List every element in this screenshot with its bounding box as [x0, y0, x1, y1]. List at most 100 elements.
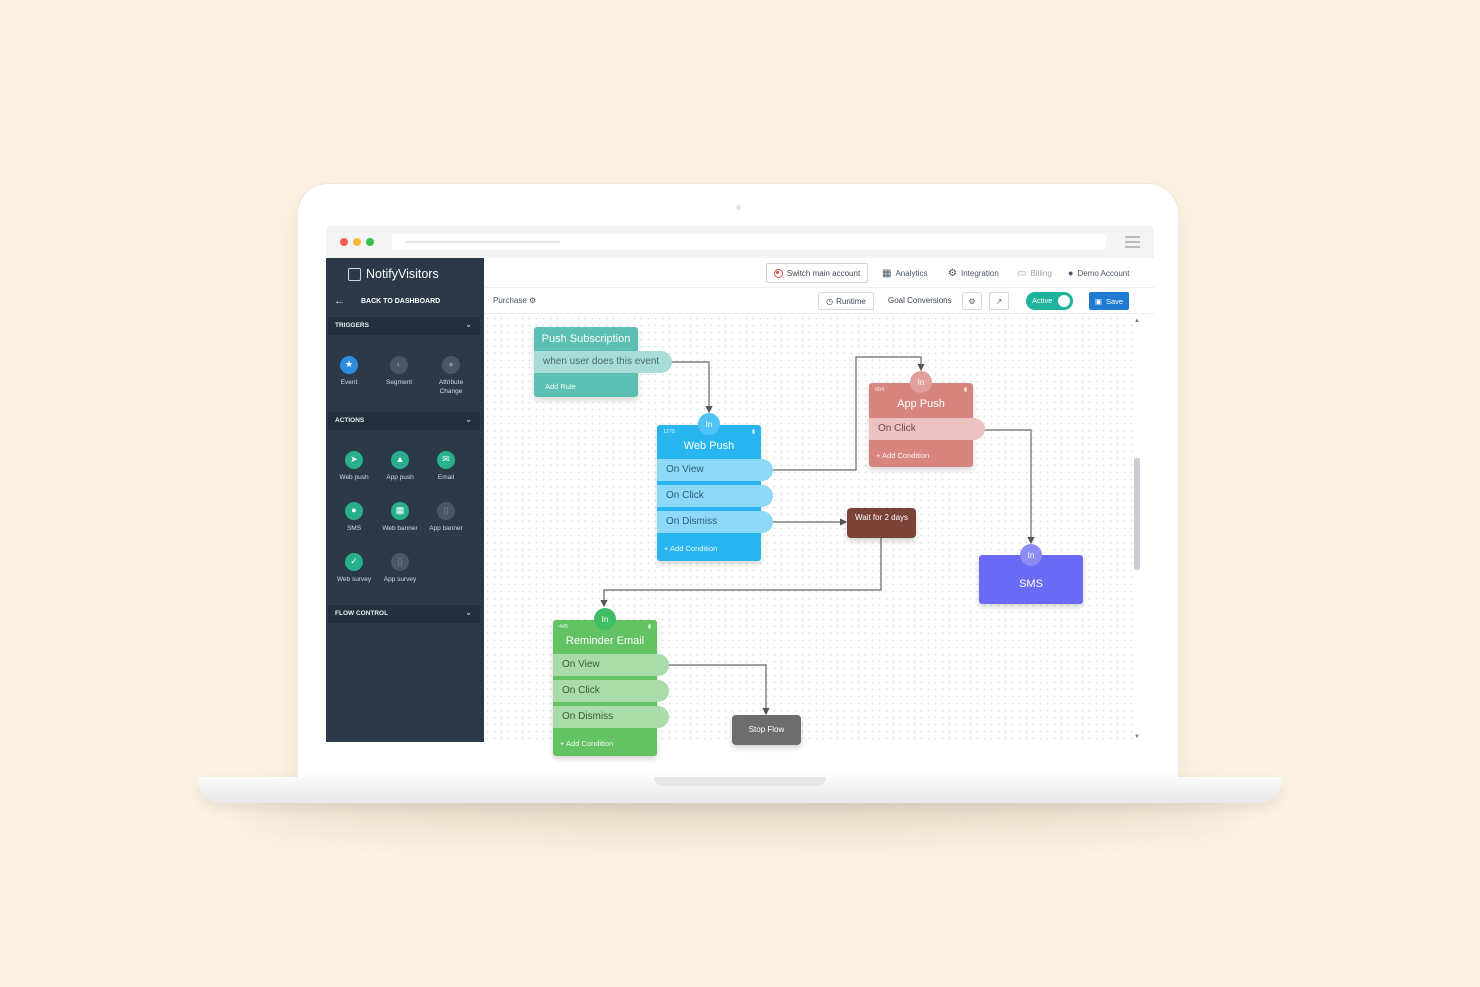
card-icon: ▭ — [1017, 267, 1027, 279]
close-window-dot[interactable] — [340, 238, 348, 246]
gear-icon: ⚙ — [948, 267, 957, 279]
nav-billing[interactable]: ▭ Billing — [1017, 258, 1052, 288]
flow-control-heading: FLOW CONTROL — [335, 610, 389, 617]
top-navigation: Switch main account ▦ Analytics ⚙ Integr… — [484, 258, 1154, 288]
check-icon: ✓ — [345, 553, 363, 571]
add-rule-link[interactable]: Add Rule — [545, 382, 576, 391]
action-web-push[interactable]: ➤ Web push — [331, 451, 377, 482]
action-app-banner[interactable]: ▯ App banner — [423, 502, 469, 533]
flow-name[interactable]: Purchase ⚙ — [493, 296, 536, 305]
reminder-email-title: Reminder Email — [565, 635, 645, 647]
floppy-icon: ▣ — [1094, 296, 1102, 306]
clock-icon: ◷ — [826, 296, 834, 306]
runtime-button[interactable]: ◷ Runtime — [818, 292, 874, 310]
action-sms[interactable]: ● SMS — [331, 502, 377, 533]
trigger-segment[interactable]: ◐ Segment — [376, 356, 422, 387]
action-app-survey[interactable]: ▯ App survey — [377, 553, 423, 584]
triggers-section-header[interactable]: TRIGGERS ⌄ — [328, 317, 480, 335]
actions-section-header[interactable]: ACTIONS ⌄ — [328, 412, 480, 430]
minimize-window-dot[interactable] — [353, 238, 361, 246]
reminder-email-on-view[interactable]: On View — [553, 654, 669, 676]
address-bar-text-placeholder — [405, 241, 560, 243]
web-push-add-condition[interactable]: + Add Condition — [664, 544, 718, 553]
action-email[interactable]: ✉ Email — [423, 451, 469, 482]
active-toggle-label: Active — [1032, 296, 1053, 305]
switch-account-button[interactable]: Switch main account — [766, 263, 868, 283]
reminder-email-on-dismiss[interactable]: On Dismiss — [553, 706, 669, 728]
action-app-survey-label: App survey — [383, 576, 417, 583]
toggle-knob — [1058, 295, 1070, 307]
back-to-dashboard-link[interactable]: ← BACK TO DASHBOARD — [326, 294, 484, 310]
nav-integration-label: Integration — [960, 268, 999, 278]
browser-menu-icon[interactable] — [1125, 236, 1140, 248]
sms-in-port[interactable]: In — [1020, 544, 1042, 566]
reminder-email-on-click[interactable]: On Click — [553, 680, 669, 702]
chevron-down-icon: ⌄ — [465, 608, 472, 617]
save-label: Save — [1105, 296, 1124, 306]
reminder-email-add-condition[interactable]: + Add Condition — [560, 739, 614, 748]
nav-account[interactable]: ● Demo Account — [1068, 258, 1129, 288]
action-web-survey-label: Web survey — [336, 576, 372, 583]
push-subscription-node[interactable]: Push Subscription when user does this ev… — [534, 327, 672, 397]
active-toggle[interactable]: Active — [1026, 292, 1073, 310]
action-email-label: Email — [437, 474, 455, 481]
web-push-on-view[interactable]: On View — [657, 459, 773, 481]
trigger-event[interactable]: ★ Event — [326, 356, 372, 387]
image-icon: ▦ — [391, 502, 409, 520]
triggers-heading: TRIGGERS — [335, 322, 369, 329]
scroll-down-icon[interactable]: ▼ — [1134, 734, 1140, 740]
push-subscription-rule-text: when user does this event — [543, 356, 660, 367]
app-push-add-condition[interactable]: + Add Condition — [876, 451, 930, 460]
arrow-left-icon: ← — [334, 295, 345, 307]
push-subscription-title: Push Subscription — [541, 333, 631, 345]
trigger-attribute-change[interactable]: ● Attribute Change — [428, 356, 474, 397]
action-app-banner-label: App banner — [429, 525, 463, 532]
web-push-count: 1275 — [663, 429, 676, 435]
chat-icon: ● — [345, 502, 363, 520]
web-push-on-dismiss[interactable]: On Dismiss — [657, 511, 773, 533]
action-app-push[interactable]: ▲ App push — [377, 451, 423, 482]
action-app-push-label: App push — [386, 474, 414, 481]
stats-icon: ▮ — [963, 387, 967, 393]
flow-toolbar: Purchase ⚙ ◷ Runtime Goal Conversions ⚙ … — [484, 288, 1154, 314]
chevron-down-icon: ⌄ — [465, 320, 472, 329]
stats-icon: ▮ — [751, 429, 755, 435]
reminder-email-in-port[interactable]: In — [594, 608, 616, 630]
app-push-on-click[interactable]: On Click — [869, 418, 985, 440]
gear-icon[interactable]: ⚙ — [529, 296, 537, 305]
maximize-window-dot[interactable] — [366, 238, 374, 246]
web-push-node[interactable]: 1275 ▮ Web Push On View On Click On Dism… — [657, 425, 773, 561]
gear-icon: ⚙ — [968, 296, 976, 306]
web-push-title: Web Push — [683, 440, 735, 452]
action-web-survey[interactable]: ✓ Web survey — [331, 553, 377, 584]
mobile-icon: ▯ — [437, 502, 455, 520]
brand-logo[interactable]: NotifyVisitors — [348, 267, 439, 281]
goal-chart-button[interactable]: ↗ — [989, 292, 1009, 310]
runtime-label: Runtime — [836, 296, 866, 306]
line-chart-icon: ↗ — [995, 296, 1003, 306]
nav-integration[interactable]: ⚙ Integration — [948, 258, 999, 288]
pie-icon: ◐ — [390, 356, 408, 374]
wait-node[interactable]: Wait for 2 days — [847, 508, 916, 538]
bell-icon: ▲ — [391, 451, 409, 469]
save-button[interactable]: ▣ Save — [1089, 292, 1129, 310]
action-web-banner[interactable]: ▦ Web banner — [377, 502, 423, 533]
app-push-node[interactable]: 604 ▮ App Push On Click + Add Condition — [869, 383, 985, 467]
reminder-email-node[interactable]: 445 ▮ Reminder Email On View On Click On… — [553, 620, 669, 756]
web-push-in-port[interactable]: In — [698, 413, 720, 435]
send-icon: ➤ — [345, 451, 363, 469]
nav-analytics[interactable]: ▦ Analytics — [882, 258, 927, 288]
star-icon: ★ — [340, 356, 358, 374]
stop-flow-node[interactable]: Stop Flow — [732, 715, 801, 745]
app-push-in-port[interactable]: In — [910, 371, 932, 393]
user-icon: ● — [1068, 268, 1074, 278]
goal-settings-button[interactable]: ⚙ — [962, 292, 982, 310]
canvas-scroll-thumb[interactable] — [1134, 458, 1140, 570]
push-subscription-rule[interactable]: when user does this event — [534, 351, 672, 373]
action-web-banner-label: Web banner — [382, 525, 418, 532]
address-bar[interactable] — [392, 234, 1106, 250]
mobile-icon: ▯ — [391, 553, 409, 571]
web-push-on-click[interactable]: On Click — [657, 485, 773, 507]
scroll-up-icon[interactable]: ▲ — [1134, 318, 1140, 324]
flow-control-section-header[interactable]: FLOW CONTROL ⌄ — [328, 605, 480, 623]
